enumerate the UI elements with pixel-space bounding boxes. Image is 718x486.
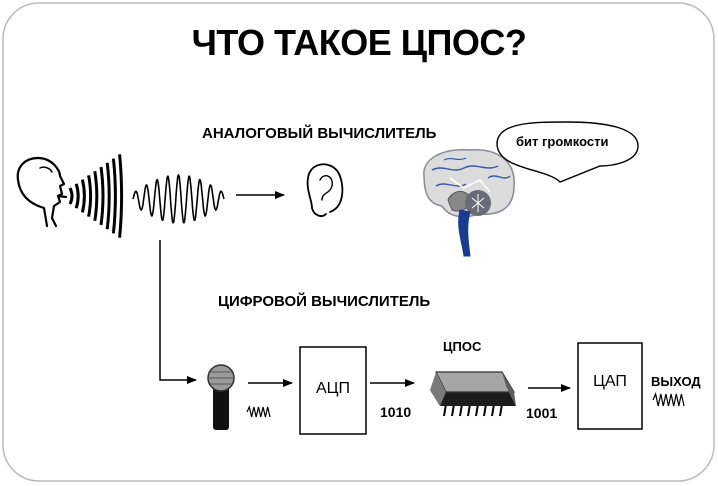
brain-icon (423, 149, 515, 257)
page-title: ЧТО ТАКОЕ ЦПОС? (191, 22, 527, 63)
bits-out-label: 1001 (526, 405, 558, 421)
adc-label: АЦП (315, 380, 350, 397)
dac-label: ЦАП (593, 373, 627, 390)
thought-bubble (496, 121, 639, 183)
output-wave (652, 392, 685, 407)
dsp-label: ЦПОС (443, 339, 482, 354)
analog-computer-label: АНАЛОГОВЫЙ ВЫЧИСЛИТЕЛЬ (202, 125, 437, 142)
output-label: ВЫХОД (651, 374, 701, 389)
sound-waves-icon (68, 154, 124, 238)
thought-bubble-text: бит громкости (516, 134, 609, 149)
signal-connector (159, 240, 197, 384)
digitized-input-wave (246, 405, 271, 418)
speaking-head-icon (16, 156, 68, 228)
analog-waveform (132, 173, 225, 224)
chip-icon (430, 371, 516, 417)
bits-in-label: 1010 (380, 404, 412, 420)
adc-box (299, 346, 367, 435)
dac-box (577, 342, 643, 430)
digital-computer-label: ЦИФРОВОЙ ВЫЧИСЛИТЕЛЬ (218, 293, 431, 310)
ear-icon (306, 163, 344, 217)
microphone-icon (207, 364, 235, 430)
